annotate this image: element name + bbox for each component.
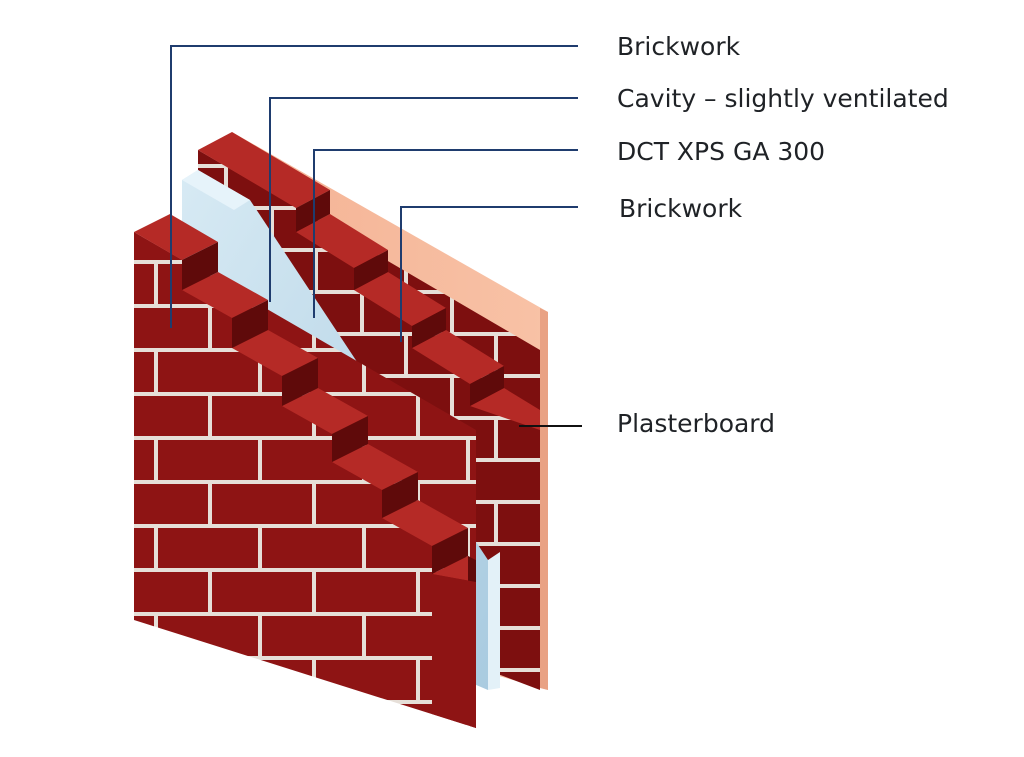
outer-brick-face [134, 232, 476, 728]
leader-line-inner-brickwork [400, 206, 578, 342]
outer-brickwork-layer [134, 214, 476, 728]
leader-line-outer-brickwork [170, 45, 578, 328]
plasterboard-edge [540, 308, 548, 690]
outer-brick-tops [134, 214, 476, 582]
label-inner-brickwork: Brickwork [619, 194, 743, 223]
insulation-edge [488, 552, 500, 690]
insulation-top-edge [182, 170, 250, 210]
labels: Brickwork Cavity – slightly ventilated D… [617, 32, 949, 438]
label-plasterboard: Plasterboard [617, 409, 775, 438]
leader-lines [170, 45, 582, 427]
label-cavity: Cavity – slightly ventilated [617, 84, 949, 113]
inner-brick-tops [198, 132, 540, 430]
label-insulation: DCT XPS GA 300 [617, 137, 825, 166]
outer-brick-end [432, 574, 476, 728]
label-outer-brickwork: Brickwork [617, 32, 741, 61]
leader-line-cavity [269, 97, 578, 302]
leader-line-insulation [313, 149, 578, 318]
